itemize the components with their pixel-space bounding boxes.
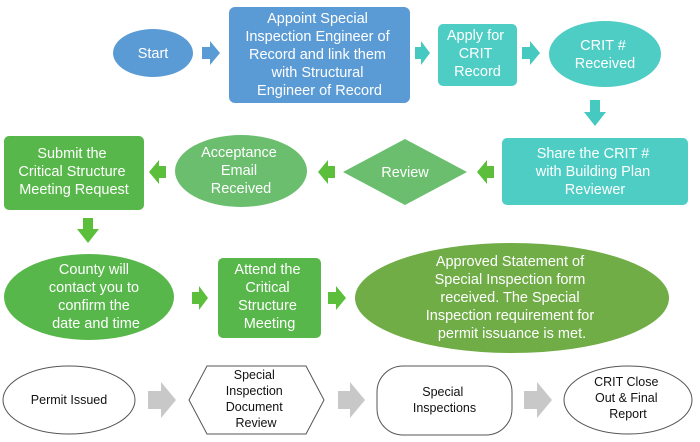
node-approved: Approved Statement of Special Inspection…: [355, 243, 669, 353]
node-crit-closeout: CRIT Close Out & Final Report: [563, 365, 693, 435]
arrow-review-to-acceptance: [318, 160, 335, 184]
arrow-acceptance-to-submit: [149, 160, 166, 184]
arrow-submit-to-county: [77, 218, 99, 243]
arrow-appoint-to-apply: [415, 41, 430, 65]
arrow-document-to-inspections: [338, 382, 365, 418]
node-crit-closeout-label: CRIT Close Out & Final Report: [594, 375, 662, 421]
node-permit-issued-label: Permit Issued: [31, 393, 107, 407]
node-received: CRIT # Received: [549, 21, 661, 87]
node-special-inspections: Special Inspections: [376, 365, 513, 436]
node-apply-label: Apply for CRIT Record: [447, 28, 508, 80]
node-received-label: CRIT # Received: [575, 38, 635, 72]
node-start-label: Start: [138, 46, 169, 62]
node-review-label: Review: [381, 165, 429, 181]
node-acceptance: Acceptance Email Received: [175, 135, 307, 207]
node-submit: Submit the Critical Structure Meeting Re…: [4, 136, 144, 210]
arrow-apply-to-received: [522, 41, 540, 65]
arrow-inspections-to-closeout: [524, 382, 552, 418]
node-approved-label: Approved Statement of Special Inspection…: [426, 254, 598, 342]
arrow-share-to-review: [477, 160, 494, 184]
arrow-received-to-share: [584, 100, 606, 126]
node-appoint: Appoint Special Inspection Engineer of R…: [229, 7, 410, 103]
node-attend-label: Attend the Critical Structure Meeting: [234, 262, 304, 332]
node-document-review-label: Special Inspection Document Review: [226, 368, 286, 430]
node-apply: Apply for CRIT Record: [438, 24, 517, 86]
node-permit-issued: Permit Issued: [2, 365, 136, 435]
arrow-start-to-appoint: [202, 41, 220, 65]
node-county-label: County will contact you to confirm the d…: [49, 262, 143, 332]
arrow-county-to-attend: [192, 286, 208, 310]
node-review: Review: [343, 139, 467, 205]
node-share-label: Share the CRIT # with Building Plan Revi…: [535, 146, 655, 198]
node-county: County will contact you to confirm the d…: [4, 254, 174, 340]
node-attend: Attend the Critical Structure Meeting: [218, 258, 321, 338]
arrow-permit-to-document: [148, 382, 176, 418]
node-start: Start: [113, 29, 193, 77]
node-share: Share the CRIT # with Building Plan Revi…: [502, 138, 688, 205]
node-appoint-label: Appoint Special Inspection Engineer of R…: [245, 11, 393, 99]
arrow-attend-to-approved: [328, 286, 346, 310]
node-document-review: Special Inspection Document Review: [188, 365, 325, 435]
node-special-inspections-label: Special Inspections: [413, 385, 476, 415]
node-acceptance-label: Acceptance Email Received: [201, 145, 281, 197]
node-submit-label: Submit the Critical Structure Meeting Re…: [18, 146, 129, 198]
